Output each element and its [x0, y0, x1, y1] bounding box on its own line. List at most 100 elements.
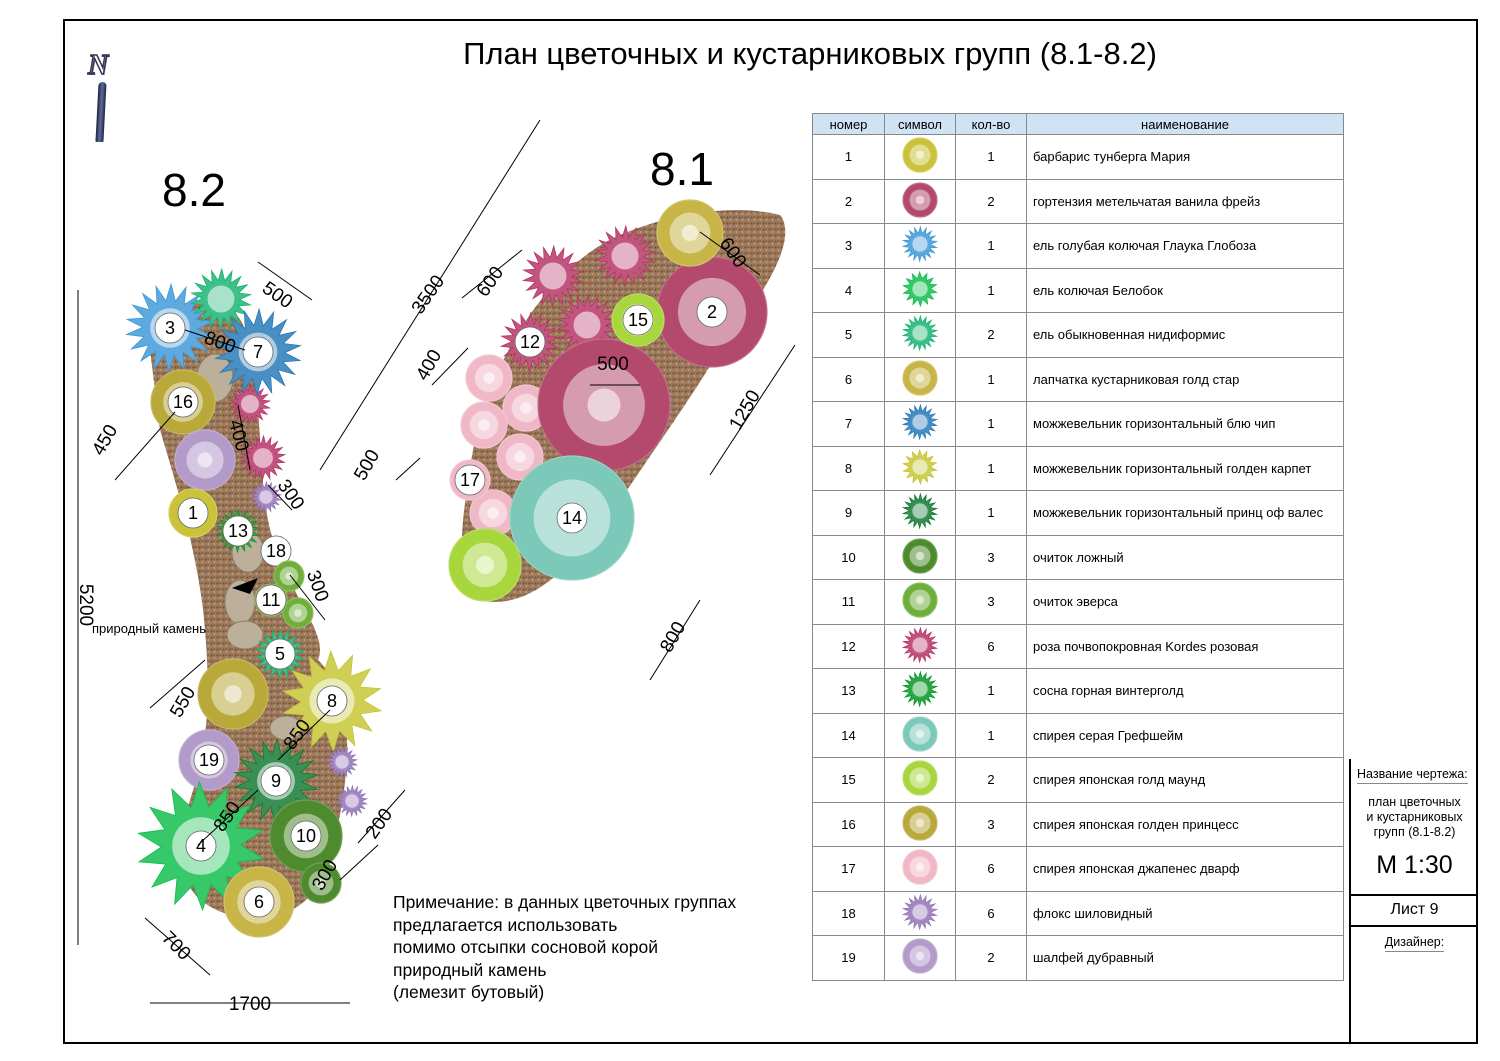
legend-num: 8 — [812, 445, 885, 491]
legend-plant-name: очиток ложный — [1026, 534, 1344, 580]
legend-plant-name: очиток эверса — [1026, 579, 1344, 625]
juniper-blue-icon — [901, 403, 939, 441]
dimension-line — [339, 844, 379, 881]
dimension-line — [431, 347, 469, 386]
plant-number-label: 5 — [275, 644, 285, 664]
dimension-line — [114, 411, 176, 481]
group-label-8-1: 8.1 — [650, 143, 714, 195]
plant-number-label: 4 — [196, 836, 206, 856]
plant-number-label: 11 — [262, 590, 281, 610]
dimension-line — [237, 404, 251, 471]
dimension-line — [267, 484, 293, 511]
potentilla-icon — [902, 360, 938, 396]
plant-symbol — [469, 489, 517, 537]
legend-plant-name: ель колючая Белобок — [1026, 267, 1344, 313]
legend-qty: 3 — [955, 534, 1027, 580]
plant-symbol — [521, 244, 585, 308]
plant-symbol: 8 — [281, 649, 383, 753]
spiraea-dwarf-icon — [902, 849, 938, 885]
juniper-golden-icon — [902, 448, 938, 485]
dimension-label: 200 — [362, 805, 397, 843]
spiraea-goldmound-icon — [902, 760, 938, 796]
plant-number-label: 13 — [228, 521, 248, 541]
pine-icon — [901, 670, 939, 708]
dimension-line — [461, 249, 523, 299]
legend-qty: 3 — [955, 579, 1027, 625]
pine-icon — [901, 670, 939, 708]
legend-symbol — [884, 134, 956, 180]
plant-symbol — [189, 267, 253, 331]
north-letter: N — [87, 49, 109, 82]
legend-qty: 2 — [955, 312, 1027, 358]
legend-header-row: номер символ кол-во наименование — [812, 113, 1344, 135]
plant-symbol — [335, 784, 369, 818]
legend-qty: 1 — [955, 490, 1027, 536]
barberry-icon — [902, 137, 938, 173]
legend-num: 19 — [812, 935, 885, 981]
drawing-name-label: Название чертежа: — [1357, 767, 1468, 784]
dimension-label: 600 — [473, 263, 508, 301]
legend-qty: 1 — [955, 267, 1027, 313]
dimension-line — [699, 231, 761, 276]
stone-pointer — [232, 578, 258, 594]
plant-symbol — [465, 354, 513, 402]
plant-symbol — [502, 384, 550, 432]
dimension-line — [319, 119, 541, 471]
plant-number-label: 10 — [296, 826, 316, 846]
dimension-line — [289, 574, 326, 621]
legend-qty: 1 — [955, 712, 1027, 758]
legend-qty: 2 — [955, 178, 1027, 224]
plant-symbol: 17 — [449, 459, 491, 501]
plant-symbol: 1 — [168, 488, 218, 538]
dimension-label: 500 — [597, 354, 629, 375]
north-arrow-icon: N — [84, 49, 124, 145]
legend-plant-name: можжевельник горизонтальный голден карпе… — [1026, 445, 1344, 491]
legend-plant-name: спирея японская голд маунд — [1026, 757, 1344, 803]
page-title: План цветочных и кустарниковых групп (8.… — [463, 36, 1157, 71]
legend-symbol — [884, 356, 956, 402]
plant-symbol — [197, 658, 269, 730]
salvia-icon — [902, 938, 938, 974]
dimension-line — [649, 599, 701, 681]
plant-number-label: 2 — [707, 302, 717, 322]
legend-symbol — [884, 401, 956, 447]
legend-symbol — [884, 757, 956, 803]
juniper-golden-icon — [902, 448, 938, 485]
legend-plant-name: барбарис тунберга Мария — [1026, 134, 1344, 180]
legend-qty: 1 — [955, 134, 1027, 180]
plant-number-label: 8 — [327, 691, 337, 711]
spruce-nidiformis-icon — [901, 314, 939, 352]
legend-plant-name: ель голубая колючая Глаука Глобоза — [1026, 223, 1344, 269]
legend-symbol — [884, 712, 956, 758]
legend-num: 5 — [812, 312, 885, 358]
legend-plant-name: спирея японская джапенес дварф — [1026, 846, 1344, 892]
stone-label: природный камень — [92, 621, 207, 636]
plant-symbol — [496, 433, 544, 481]
note: Примечание: в данных цветочных группах п… — [393, 891, 736, 1004]
title-block-sheet: Лист 9 — [1351, 896, 1478, 927]
legend-symbol — [884, 445, 956, 491]
legend-qty: 1 — [955, 223, 1027, 269]
plant-number-label: 15 — [628, 310, 648, 330]
legend-num: 6 — [812, 356, 885, 402]
plant-symbol — [656, 199, 724, 267]
legend-symbol — [884, 579, 956, 625]
barberry-icon — [902, 137, 938, 173]
legend-qty: 1 — [955, 401, 1027, 447]
note-line: Примечание: в данных цветочных группах — [393, 892, 737, 912]
plant-symbol: 14 — [509, 455, 635, 581]
legend-header-name: наименование — [1026, 113, 1344, 135]
legend-plant-name: гортензия метельчатая ванила фрейз — [1026, 178, 1344, 224]
spruce-icon — [902, 270, 938, 307]
dimension-label: 500 — [350, 446, 384, 484]
legend-symbol — [884, 623, 956, 669]
plant-symbol — [300, 862, 342, 904]
sheet-number: Лист 9 — [1390, 901, 1439, 918]
blue-spruce-icon — [901, 225, 939, 263]
spiraea-princess-icon — [902, 805, 938, 841]
